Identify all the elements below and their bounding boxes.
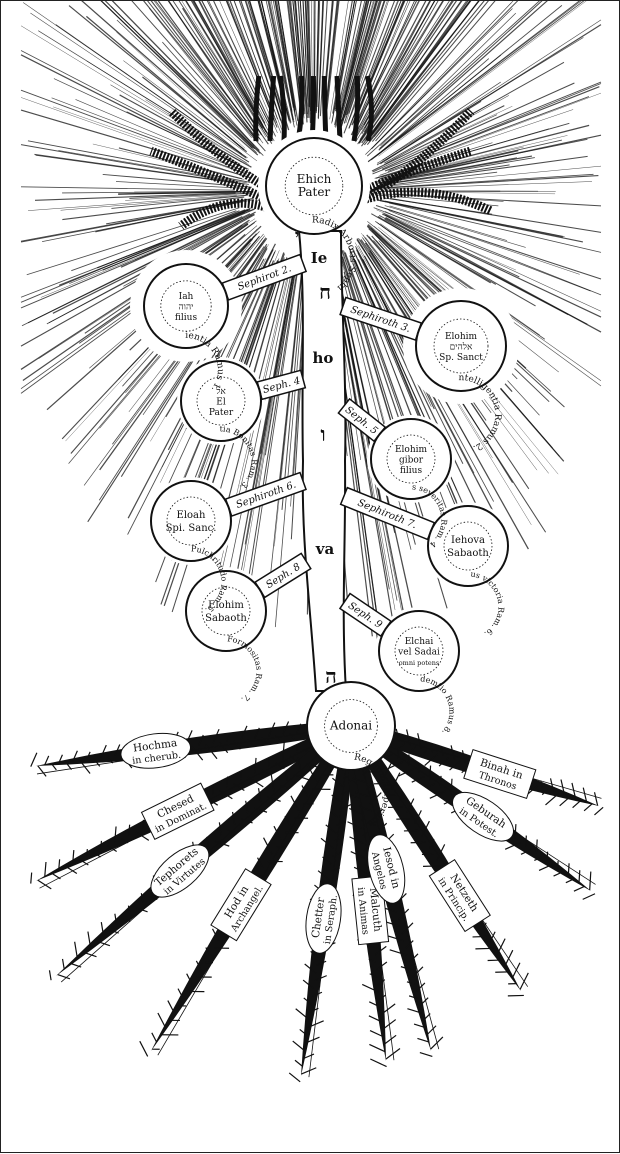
root-barb xyxy=(301,1068,316,1074)
root-barb xyxy=(168,1001,175,1014)
inner-text: filius xyxy=(175,313,198,323)
ray-line xyxy=(385,211,601,311)
root-barb xyxy=(295,1060,302,1066)
root-barb xyxy=(87,849,88,856)
inner-text: omni potens xyxy=(399,659,439,667)
trunk-letter: Ie xyxy=(311,249,328,267)
ray-line xyxy=(38,31,249,162)
ray-line xyxy=(368,1,601,161)
inner-text: יהוה xyxy=(178,303,193,313)
root-barb xyxy=(369,1044,385,1051)
inner-text: Sp. Sanct xyxy=(439,353,483,363)
root-barb xyxy=(526,836,527,847)
root-barb xyxy=(574,886,584,891)
root-barb xyxy=(440,776,441,788)
root-barb xyxy=(297,744,298,753)
flame-stroke xyxy=(354,76,358,141)
inner-text: Elchai xyxy=(405,637,434,647)
inner-text: vel Sadai xyxy=(397,648,440,658)
inner-text: Sabaoth xyxy=(447,548,489,559)
flame-stroke xyxy=(256,76,259,141)
inner-text: Adonai xyxy=(329,719,372,733)
ray-line xyxy=(377,192,555,194)
root-barb xyxy=(75,942,78,958)
inner-text: Spi. Sanc. xyxy=(166,523,217,534)
root-barb xyxy=(58,975,70,979)
root-barb xyxy=(583,894,595,900)
inner-text: Pater xyxy=(209,408,234,418)
inner-text: Sabaoth xyxy=(205,613,247,624)
ray-line xyxy=(386,20,601,160)
root-barb xyxy=(31,873,32,884)
root-barb xyxy=(38,766,46,777)
inner-text: Elohim xyxy=(395,445,428,455)
ray-line xyxy=(384,208,580,275)
root-barb xyxy=(579,870,580,883)
root-barb xyxy=(594,807,603,815)
root-barb xyxy=(289,1073,300,1082)
flame-stroke xyxy=(367,76,371,141)
inner-text: gibor xyxy=(399,456,424,466)
root-barb xyxy=(241,771,242,780)
inner-text: אלהים xyxy=(450,342,473,353)
root-barb xyxy=(420,1053,432,1057)
ray-line xyxy=(116,32,245,148)
ray-line xyxy=(34,154,248,184)
root-barb xyxy=(101,841,102,849)
root-barb xyxy=(38,880,52,889)
root-barb xyxy=(269,757,270,766)
trunk-letter: ח xyxy=(319,280,331,304)
root-barb xyxy=(31,753,37,767)
trunk-letter: ho xyxy=(313,349,334,367)
root-barb xyxy=(573,800,581,807)
medallion-malcuth: Adonai xyxy=(307,682,395,770)
root-barb xyxy=(63,959,65,969)
ray-line xyxy=(374,1,492,137)
root-barb xyxy=(45,862,46,877)
inner-text: filius xyxy=(400,466,423,476)
root-barb xyxy=(213,785,214,794)
root-barb xyxy=(71,964,81,968)
ray-line xyxy=(21,187,235,190)
root-barb xyxy=(152,1033,157,1042)
root-barb xyxy=(419,764,420,773)
root-barb xyxy=(595,792,598,805)
root-barb xyxy=(423,866,441,867)
root-barb xyxy=(505,950,513,966)
root-barb xyxy=(584,804,592,811)
trunk-letter: י xyxy=(295,226,299,245)
trunk-letter: ה xyxy=(325,664,337,688)
root-barb xyxy=(566,879,574,883)
root-barb xyxy=(158,1013,166,1028)
inner-text: Eloah xyxy=(177,510,206,521)
trunk-letter: ו xyxy=(320,422,325,446)
inner-text: El xyxy=(216,398,226,408)
root-barb xyxy=(475,948,493,949)
root-barb xyxy=(384,1035,396,1044)
trunk-letter: va xyxy=(315,540,335,558)
inner-text: Ehich xyxy=(297,172,332,186)
root-barb xyxy=(370,1059,386,1067)
flame-stroke xyxy=(337,76,340,141)
root-barb xyxy=(293,1041,305,1051)
root-barb xyxy=(143,820,144,829)
root-barb xyxy=(140,1041,148,1056)
inner-text: Pater xyxy=(298,185,331,199)
inner-text: Elohim xyxy=(445,332,478,342)
root-barb xyxy=(568,863,569,875)
inner-text: Iehova xyxy=(451,535,485,546)
inner-text: Iah xyxy=(179,292,194,302)
root-barb xyxy=(49,970,51,980)
ray-line xyxy=(372,1,576,149)
